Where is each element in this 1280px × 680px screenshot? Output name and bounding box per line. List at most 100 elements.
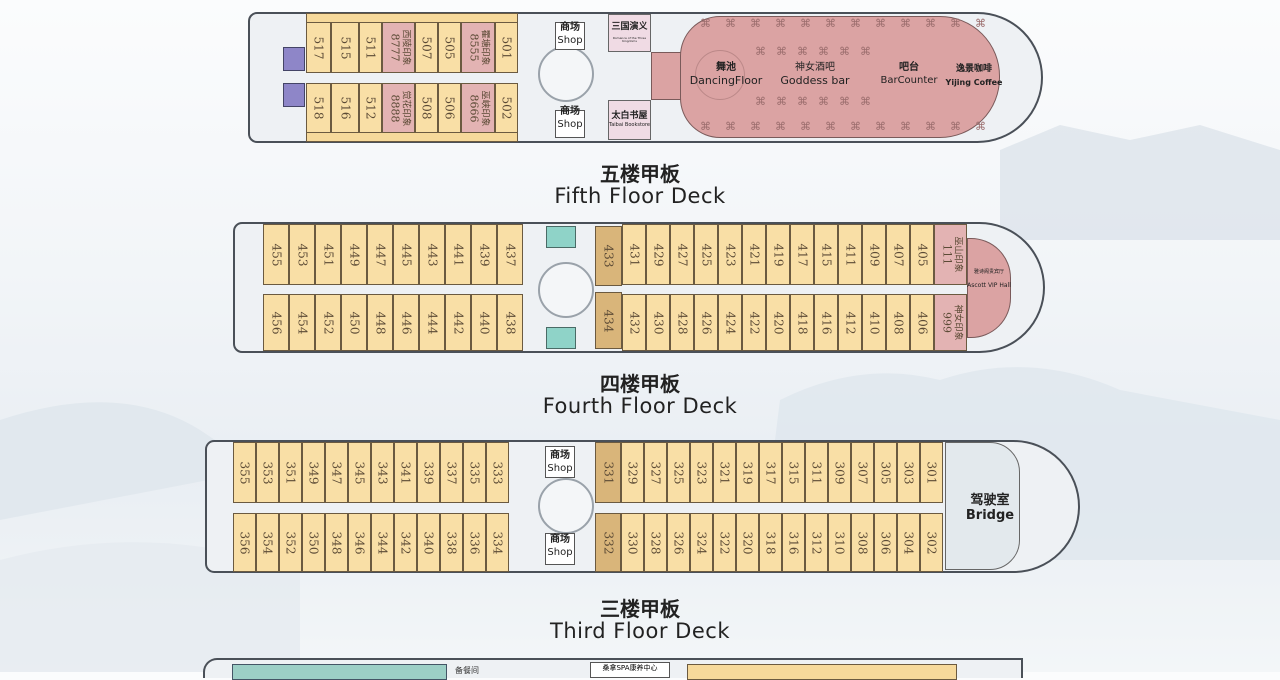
cabin-336[interactable]: 336 [463, 513, 486, 572]
cabin-347[interactable]: 347 [325, 442, 348, 503]
cabin-342[interactable]: 342 [394, 513, 417, 572]
cabin-323[interactable]: 323 [690, 442, 713, 503]
cabin-324[interactable]: 324 [690, 513, 713, 572]
cabin-326[interactable]: 326 [667, 513, 690, 572]
cabin-354[interactable]: 354 [256, 513, 279, 572]
shop-lower[interactable] [555, 110, 585, 138]
cabin-405[interactable]: 405 [910, 224, 934, 285]
cabin-412[interactable]: 412 [838, 294, 862, 351]
cabin-325[interactable]: 325 [667, 442, 690, 503]
cabin-517[interactable]: 517 [306, 22, 331, 73]
cabin-341[interactable]: 341 [394, 442, 417, 503]
cabin-308[interactable]: 308 [851, 513, 874, 572]
cabin-328[interactable]: 328 [644, 513, 667, 572]
cabin-437[interactable]: 437 [497, 224, 523, 285]
cabin-502[interactable]: 502 [495, 83, 518, 133]
cabin-415[interactable]: 415 [814, 224, 838, 285]
cabin-426[interactable]: 426 [694, 294, 718, 351]
shop-upper[interactable] [545, 446, 575, 478]
shop-upper[interactable] [555, 22, 585, 50]
cabin-445[interactable]: 445 [393, 224, 419, 285]
cabin-353[interactable]: 353 [256, 442, 279, 503]
cabin-343[interactable]: 343 [371, 442, 394, 503]
cabin-516[interactable]: 516 [331, 83, 359, 133]
cabin-434[interactable]: 434 [595, 292, 622, 349]
cabin-447[interactable]: 447 [367, 224, 393, 285]
cabin-421[interactable]: 421 [742, 224, 766, 285]
cabin-501[interactable]: 501 [495, 22, 518, 73]
cabin-453[interactable]: 453 [289, 224, 315, 285]
cabin-440[interactable]: 440 [471, 294, 497, 351]
cabin-356[interactable]: 356 [233, 513, 256, 572]
cabin-301[interactable]: 301 [920, 442, 943, 503]
cabin-338[interactable]: 338 [440, 513, 463, 572]
cabin-340[interactable]: 340 [417, 513, 440, 572]
cabin-427[interactable]: 427 [670, 224, 694, 285]
cabin-410[interactable]: 410 [862, 294, 886, 351]
cabin-304[interactable]: 304 [897, 513, 920, 572]
cabin-429[interactable]: 429 [646, 224, 670, 285]
cabin-506[interactable]: 506 [438, 83, 461, 133]
cabin-448[interactable]: 448 [367, 294, 393, 351]
cabin-355[interactable]: 355 [233, 442, 256, 503]
cabin-454[interactable]: 454 [289, 294, 315, 351]
cabin-439[interactable]: 439 [471, 224, 497, 285]
cabin-455[interactable]: 455 [263, 224, 289, 285]
cabin-443[interactable]: 443 [419, 224, 445, 285]
cabin-320[interactable]: 320 [736, 513, 759, 572]
cabin-306[interactable]: 306 [874, 513, 897, 572]
cabin-425[interactable]: 425 [694, 224, 718, 285]
cabin-444[interactable]: 444 [419, 294, 445, 351]
cabin-431[interactable]: 431 [622, 224, 646, 285]
cabin-333[interactable]: 333 [486, 442, 509, 503]
cabin-456[interactable]: 456 [263, 294, 289, 351]
cabin-316[interactable]: 316 [782, 513, 805, 572]
cabin-332[interactable]: 332 [595, 513, 621, 572]
cabin-433[interactable]: 433 [595, 226, 622, 286]
cabin-322[interactable]: 322 [713, 513, 736, 572]
cabin-449[interactable]: 449 [341, 224, 367, 285]
cabin-411[interactable]: 411 [838, 224, 862, 285]
cabin-441[interactable]: 441 [445, 224, 471, 285]
cabin-319[interactable]: 319 [736, 442, 759, 503]
cabin-312[interactable]: 312 [805, 513, 828, 572]
cabin-335[interactable]: 335 [463, 442, 486, 503]
cabin-442[interactable]: 442 [445, 294, 471, 351]
cabin-407[interactable]: 407 [886, 224, 910, 285]
cabin-311[interactable]: 311 [805, 442, 828, 503]
cabin-418[interactable]: 418 [790, 294, 814, 351]
cabin-416[interactable]: 416 [814, 294, 838, 351]
cabin-352[interactable]: 352 [279, 513, 302, 572]
cabin-505[interactable]: 505 [438, 22, 461, 73]
cabin-518[interactable]: 518 [306, 83, 331, 133]
cabin-317[interactable]: 317 [759, 442, 782, 503]
cabin-423[interactable]: 423 [718, 224, 742, 285]
cabin-350[interactable]: 350 [302, 513, 325, 572]
room-taibai[interactable] [608, 100, 651, 140]
cabin-430[interactable]: 430 [646, 294, 670, 351]
cabin-508[interactable]: 508 [415, 83, 438, 133]
cabin-446[interactable]: 446 [393, 294, 419, 351]
cabin-331[interactable]: 331 [595, 442, 621, 503]
cabin-349[interactable]: 349 [302, 442, 325, 503]
cabin-309[interactable]: 309 [828, 442, 851, 503]
cabin-450[interactable]: 450 [341, 294, 367, 351]
room-sanguo[interactable] [608, 14, 651, 52]
cabin-351[interactable]: 351 [279, 442, 302, 503]
cabin-452[interactable]: 452 [315, 294, 341, 351]
cabin-334[interactable]: 334 [486, 513, 509, 572]
cabin-515[interactable]: 515 [331, 22, 359, 73]
bridge-room[interactable] [945, 442, 1020, 570]
cabin-302[interactable]: 302 [920, 513, 943, 572]
cabin-339[interactable]: 339 [417, 442, 440, 503]
cabin-348[interactable]: 348 [325, 513, 348, 572]
cabin-305[interactable]: 305 [874, 442, 897, 503]
cabin-337[interactable]: 337 [440, 442, 463, 503]
cabin-417[interactable]: 417 [790, 224, 814, 285]
cabin-408[interactable]: 408 [886, 294, 910, 351]
